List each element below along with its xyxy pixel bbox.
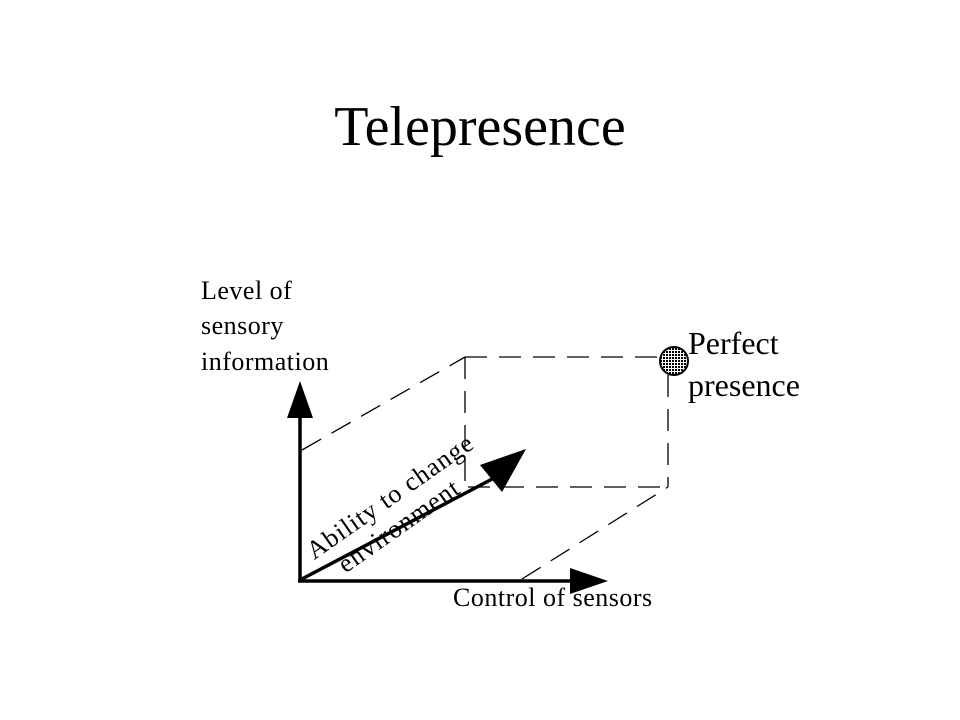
x-axis bbox=[298, 568, 608, 594]
y-axis-label: Level of sensory information bbox=[201, 276, 329, 376]
dashed-edge-lower-diagonal bbox=[521, 486, 669, 580]
z-axis bbox=[299, 449, 526, 582]
corner-label: Perfect presence bbox=[688, 325, 800, 403]
y-axis-label-line-1: Level of bbox=[201, 276, 292, 305]
perfect-presence-point bbox=[659, 346, 689, 376]
corner-label-line-1: Perfect bbox=[688, 325, 779, 361]
z-axis-line bbox=[299, 475, 497, 582]
y-axis-arrowhead bbox=[287, 381, 313, 418]
slide-title: Telepresence bbox=[334, 96, 626, 158]
z-axis-arrowhead bbox=[480, 449, 526, 492]
dashed-box bbox=[301, 356, 669, 580]
y-axis-label-line-3: information bbox=[201, 347, 329, 376]
corner-label-line-2: presence bbox=[688, 367, 800, 403]
dashed-edge-upper-diagonal bbox=[301, 356, 466, 451]
x-axis-arrowhead bbox=[570, 568, 608, 594]
x-axis-label: Control of sensors bbox=[453, 583, 653, 612]
y-axis bbox=[287, 381, 313, 581]
y-axis-label-line-2: sensory bbox=[201, 311, 284, 340]
